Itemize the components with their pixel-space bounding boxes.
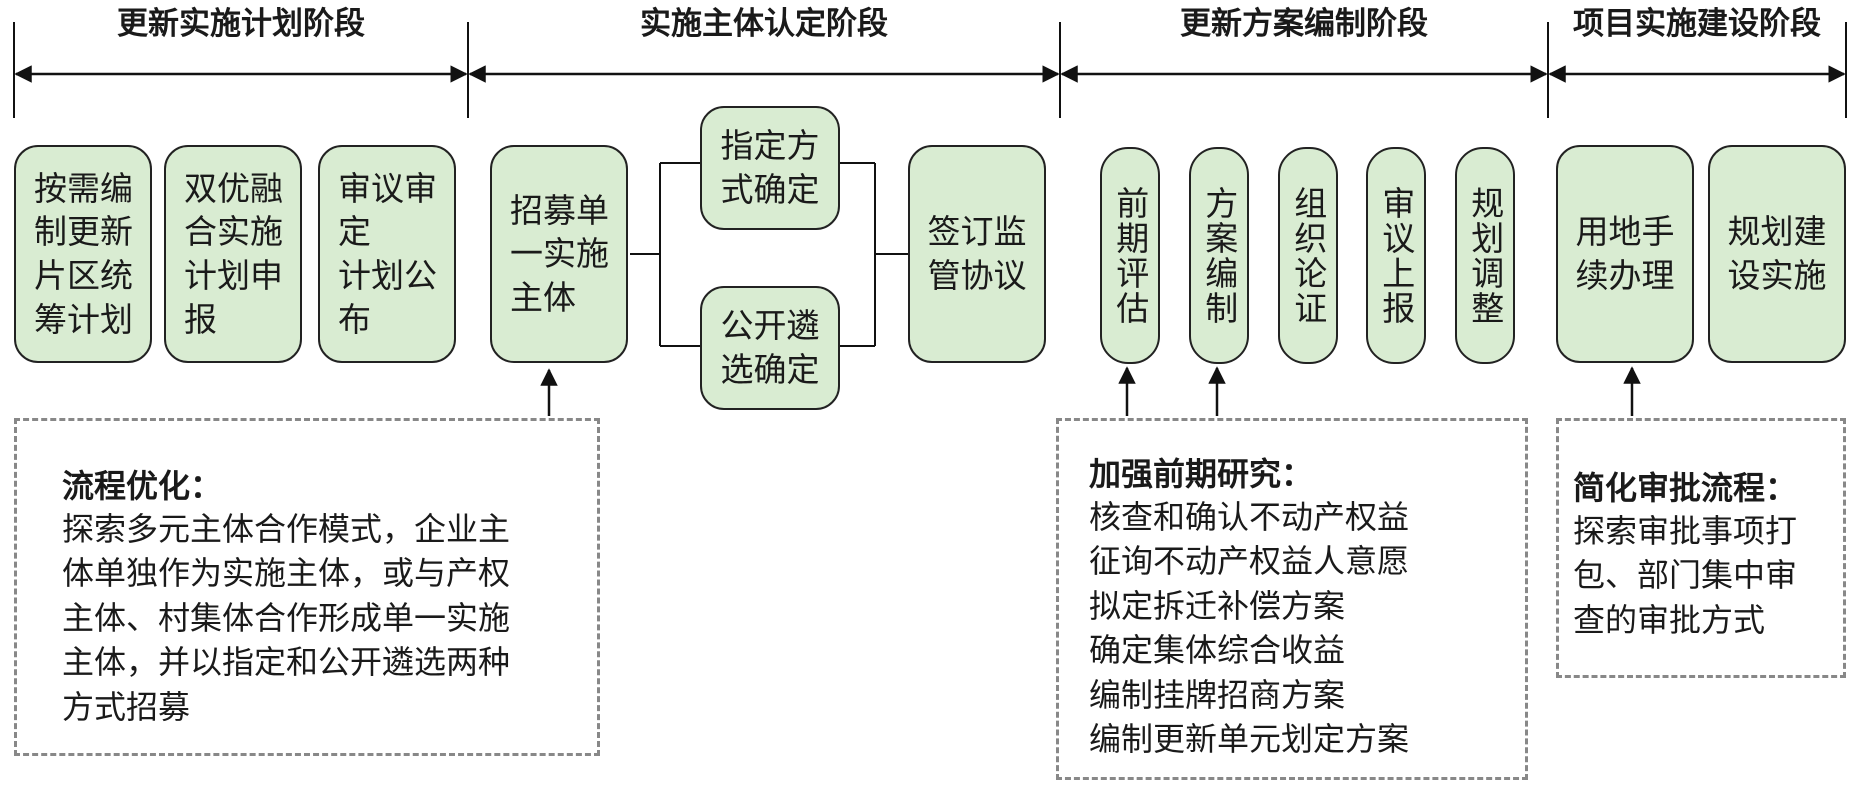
box-agreement: 签订监 管协议: [908, 145, 1046, 363]
phase-title-entity: 实施主体认定阶段: [640, 6, 888, 42]
box-dual-plan: 双优融 合实施 计划申 报: [164, 145, 302, 363]
note-title: 加强前期研究：: [1089, 455, 1314, 493]
branch-connector: [630, 162, 908, 347]
phase-title-plan: 更新实施计划阶段: [117, 6, 365, 42]
step-pre-assessment: 前期评估: [1100, 147, 1160, 364]
note-up-arrows: [540, 366, 1641, 416]
phase-dividers: [13, 22, 1847, 118]
box-open-select: 公开遴 选确定: [700, 286, 840, 410]
note-body: 核查和确认不动产权益 征询不动产权益人意愿 拟定拆迁补偿方案 确定集体综合收益 …: [1089, 498, 1410, 759]
note-body: 探索多元主体合作模式，企业主 体单独作为实施主体，或与产权 主体、村集体合作形成…: [62, 510, 511, 726]
note-process-optimization: 流程优化： 探索多元主体合作模式，企业主 体单独作为实施主体，或与产权 主体、村…: [14, 418, 600, 756]
step-scheme-drafting: 方案编制: [1189, 147, 1249, 364]
note-simplify-approval: 简化审批流程： 探索审批事项打 包、部门集中审 查的审批方式: [1556, 418, 1846, 678]
phase-title-scheme: 更新方案编制阶段: [1180, 6, 1428, 42]
box-construction: 规划建 设实施: [1708, 145, 1846, 363]
step-plan-adjust: 规划调整: [1455, 147, 1515, 364]
box-review-publish: 审议审 定 计划公 布: [318, 145, 456, 363]
box-overall-plan: 按需编 制更新 片区统 筹计划: [14, 145, 152, 363]
step-organize-review: 组织论证: [1278, 147, 1338, 364]
box-recruit-entity: 招募单 一实施 主体: [490, 145, 628, 363]
step-review-report: 审议上报: [1366, 147, 1426, 364]
note-title: 流程优化：: [62, 467, 223, 505]
box-land-procedures: 用地手 续办理: [1556, 145, 1694, 363]
note-title: 简化审批流程：: [1573, 469, 1798, 507]
note-pre-research: 加强前期研究： 核查和确认不动产权益 征询不动产权益人意愿 拟定拆迁补偿方案 确…: [1056, 418, 1528, 780]
box-designate: 指定方 式确定: [700, 106, 840, 230]
phase-title-construction: 项目实施建设阶段: [1573, 6, 1821, 42]
note-body: 探索审批事项打 包、部门集中审 查的审批方式: [1573, 512, 1798, 639]
